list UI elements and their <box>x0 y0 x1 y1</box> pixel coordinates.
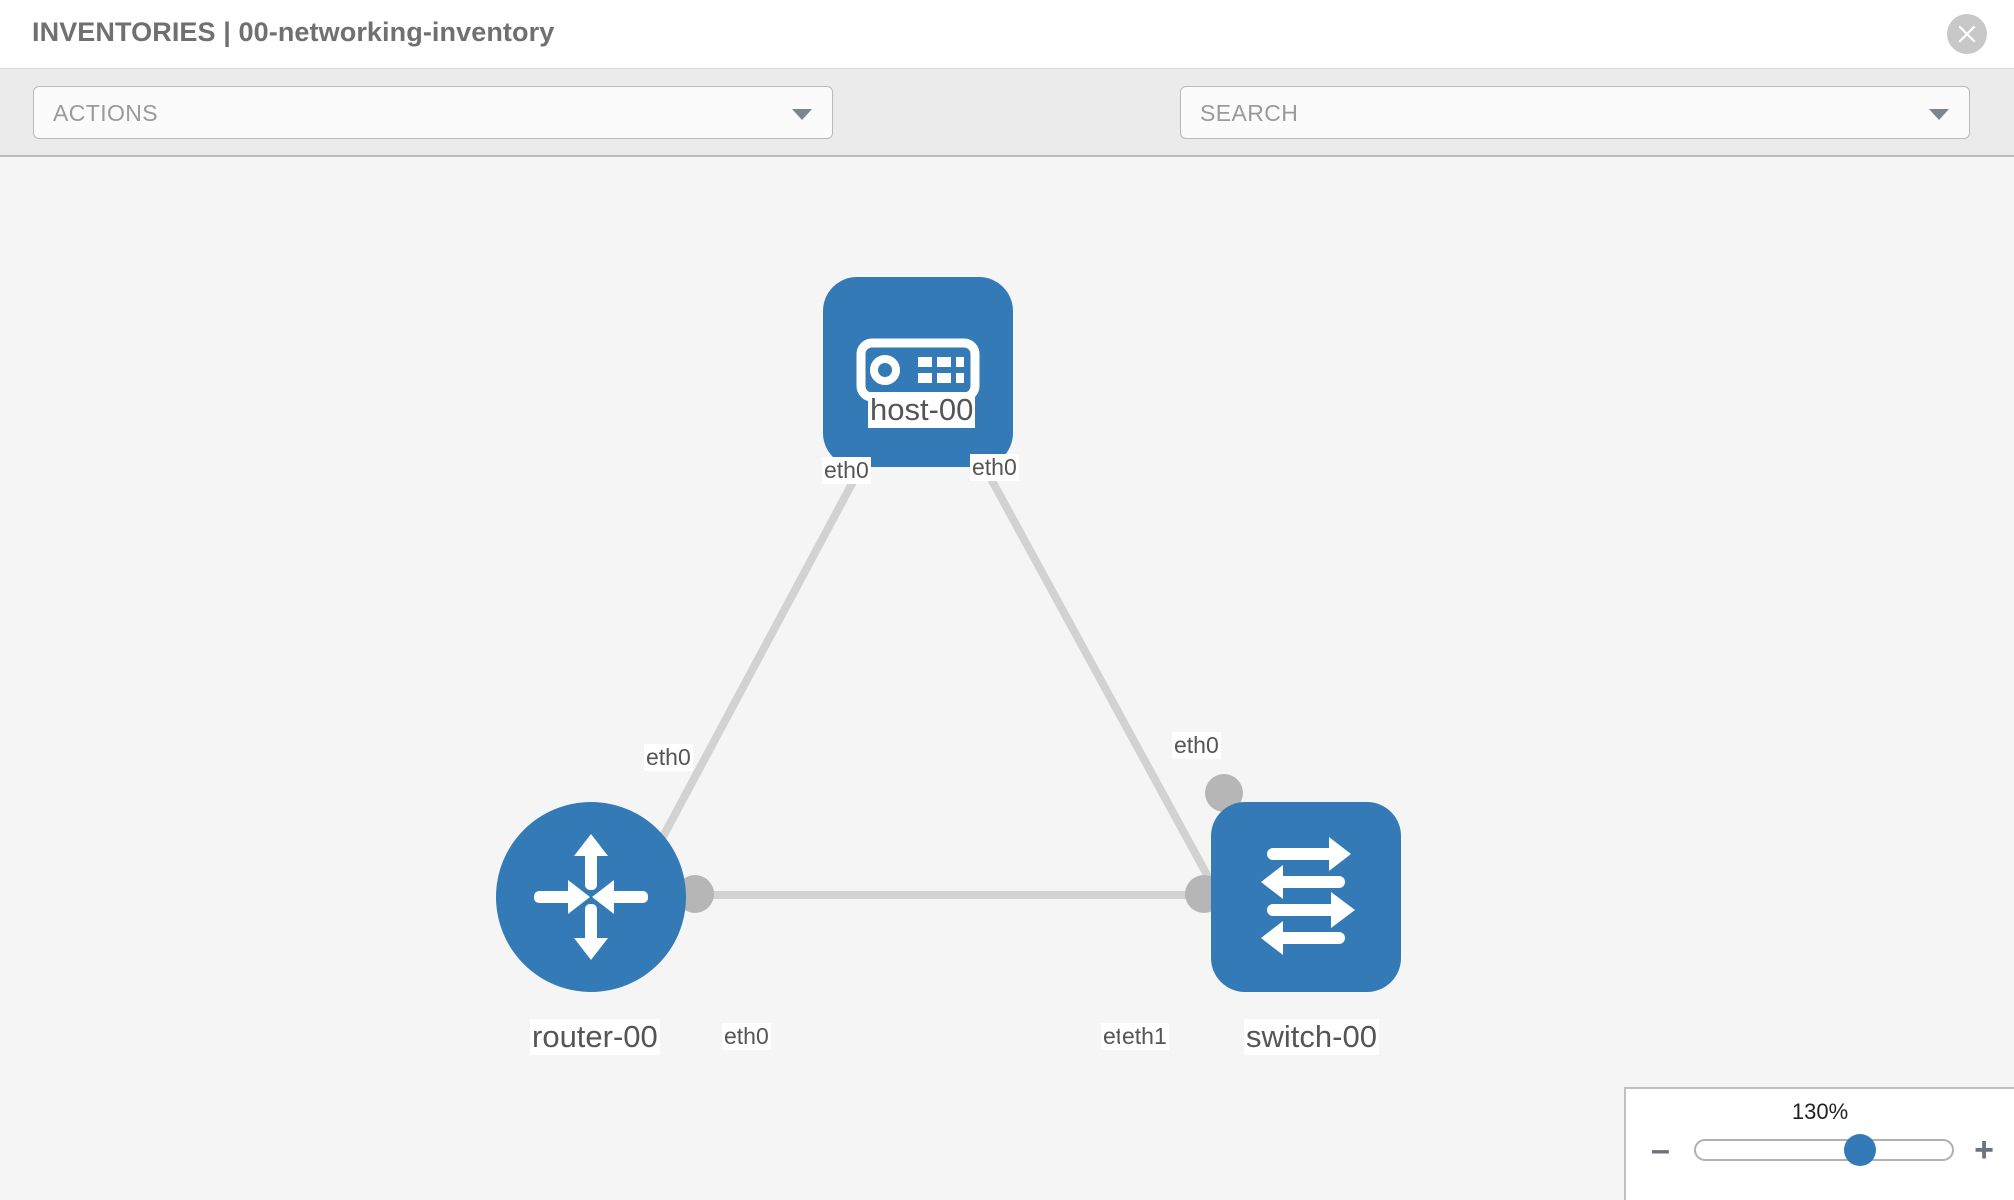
node-label-switch-00: switch-00 <box>1244 1019 1379 1055</box>
zoom-slider-track[interactable] <box>1694 1139 1954 1161</box>
topology-canvas[interactable]: host-00 r <box>0 157 2014 1200</box>
node-shape <box>496 802 686 992</box>
node-shape <box>823 277 1013 467</box>
topology-toolbar: ACTIONS SEARCH <box>0 69 2014 192</box>
topology-node-router-00[interactable] <box>496 802 686 992</box>
chevron-down-icon <box>792 108 812 120</box>
router-arrows-icon <box>534 834 648 960</box>
zoom-control-panel: 130% – + <box>1624 1087 2014 1200</box>
close-icon[interactable] <box>1947 14 1987 54</box>
search-input[interactable]: SEARCH <box>1180 86 1970 139</box>
interface-label-router-right: eth0 <box>722 1023 771 1050</box>
node-shape <box>1211 802 1401 992</box>
zoom-in-button[interactable]: + <box>1974 1131 1994 1169</box>
interface-label-router-up: eth0 <box>644 744 693 771</box>
server-appliance-icon <box>856 338 980 402</box>
interface-label-host-left: eth0 <box>822 457 871 484</box>
node-label-host-00: host-00 <box>868 392 976 428</box>
page-title: INVENTORIES | 00-networking-inventory <box>32 17 555 47</box>
actions-dropdown-label: ACTIONS <box>53 100 159 126</box>
search-placeholder: SEARCH <box>1200 100 1299 126</box>
topology-node-switch-00[interactable] <box>1211 802 1401 992</box>
actions-dropdown[interactable]: ACTIONS <box>33 86 833 139</box>
interface-label-switch-left: eth1 <box>1120 1023 1169 1050</box>
switch-arrows-icon <box>1261 837 1355 955</box>
interface-label-switch-up: eth0 <box>1172 732 1221 759</box>
interface-label-host-right: eth0 <box>970 454 1019 481</box>
node-label-router-00: router-00 <box>530 1019 660 1055</box>
topology-edges <box>616 420 1234 919</box>
page-header: INVENTORIES | 00-networking-inventory <box>0 0 2014 69</box>
zoom-out-button[interactable]: – <box>1651 1131 1670 1169</box>
chevron-down-icon <box>1929 108 1949 120</box>
zoom-slider-thumb[interactable] <box>1844 1134 1876 1166</box>
topology-node-host-00[interactable] <box>823 277 1013 467</box>
zoom-level-value: 130% <box>1791 1099 1849 1124</box>
